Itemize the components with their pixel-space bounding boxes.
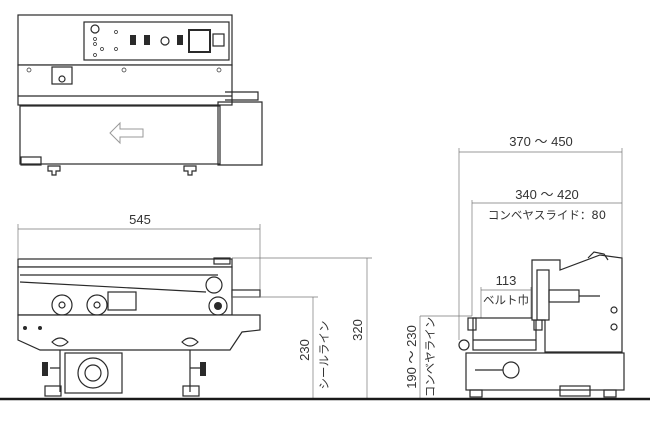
knob-icon (160, 36, 170, 46)
conveyor-line-label: コンベヤライン (423, 317, 437, 398)
switch-icon (177, 35, 183, 45)
total-height-dim: 320 (350, 319, 365, 341)
conveyor-depth-dim: 340 ～ 420 (515, 187, 579, 202)
belt-width-label: ベルト巾 (483, 293, 529, 307)
width-dim: 545 (129, 212, 151, 227)
conveyor-height-dim: 190 ～ 230 (404, 325, 419, 389)
switch-icon (144, 35, 150, 45)
arrow-left-icon (109, 121, 144, 145)
top-view (17, 14, 263, 176)
seal-height-dim: 230 (297, 339, 312, 361)
display-icon (188, 29, 211, 53)
belt-width-dim: 113 (496, 273, 517, 288)
seal-line-label: シールライン (317, 321, 331, 390)
conveyor-slide-label: コンベヤスライド：80 (488, 208, 606, 222)
side-view: 370 ～ 450 340 ～ 420 コンベヤスライド：80 113 ベルト巾… (404, 134, 625, 398)
depth-dim: 370 ～ 450 (509, 134, 573, 149)
switch-icon (130, 35, 136, 45)
front-view: 545 230 シールライン 320 (17, 212, 372, 398)
